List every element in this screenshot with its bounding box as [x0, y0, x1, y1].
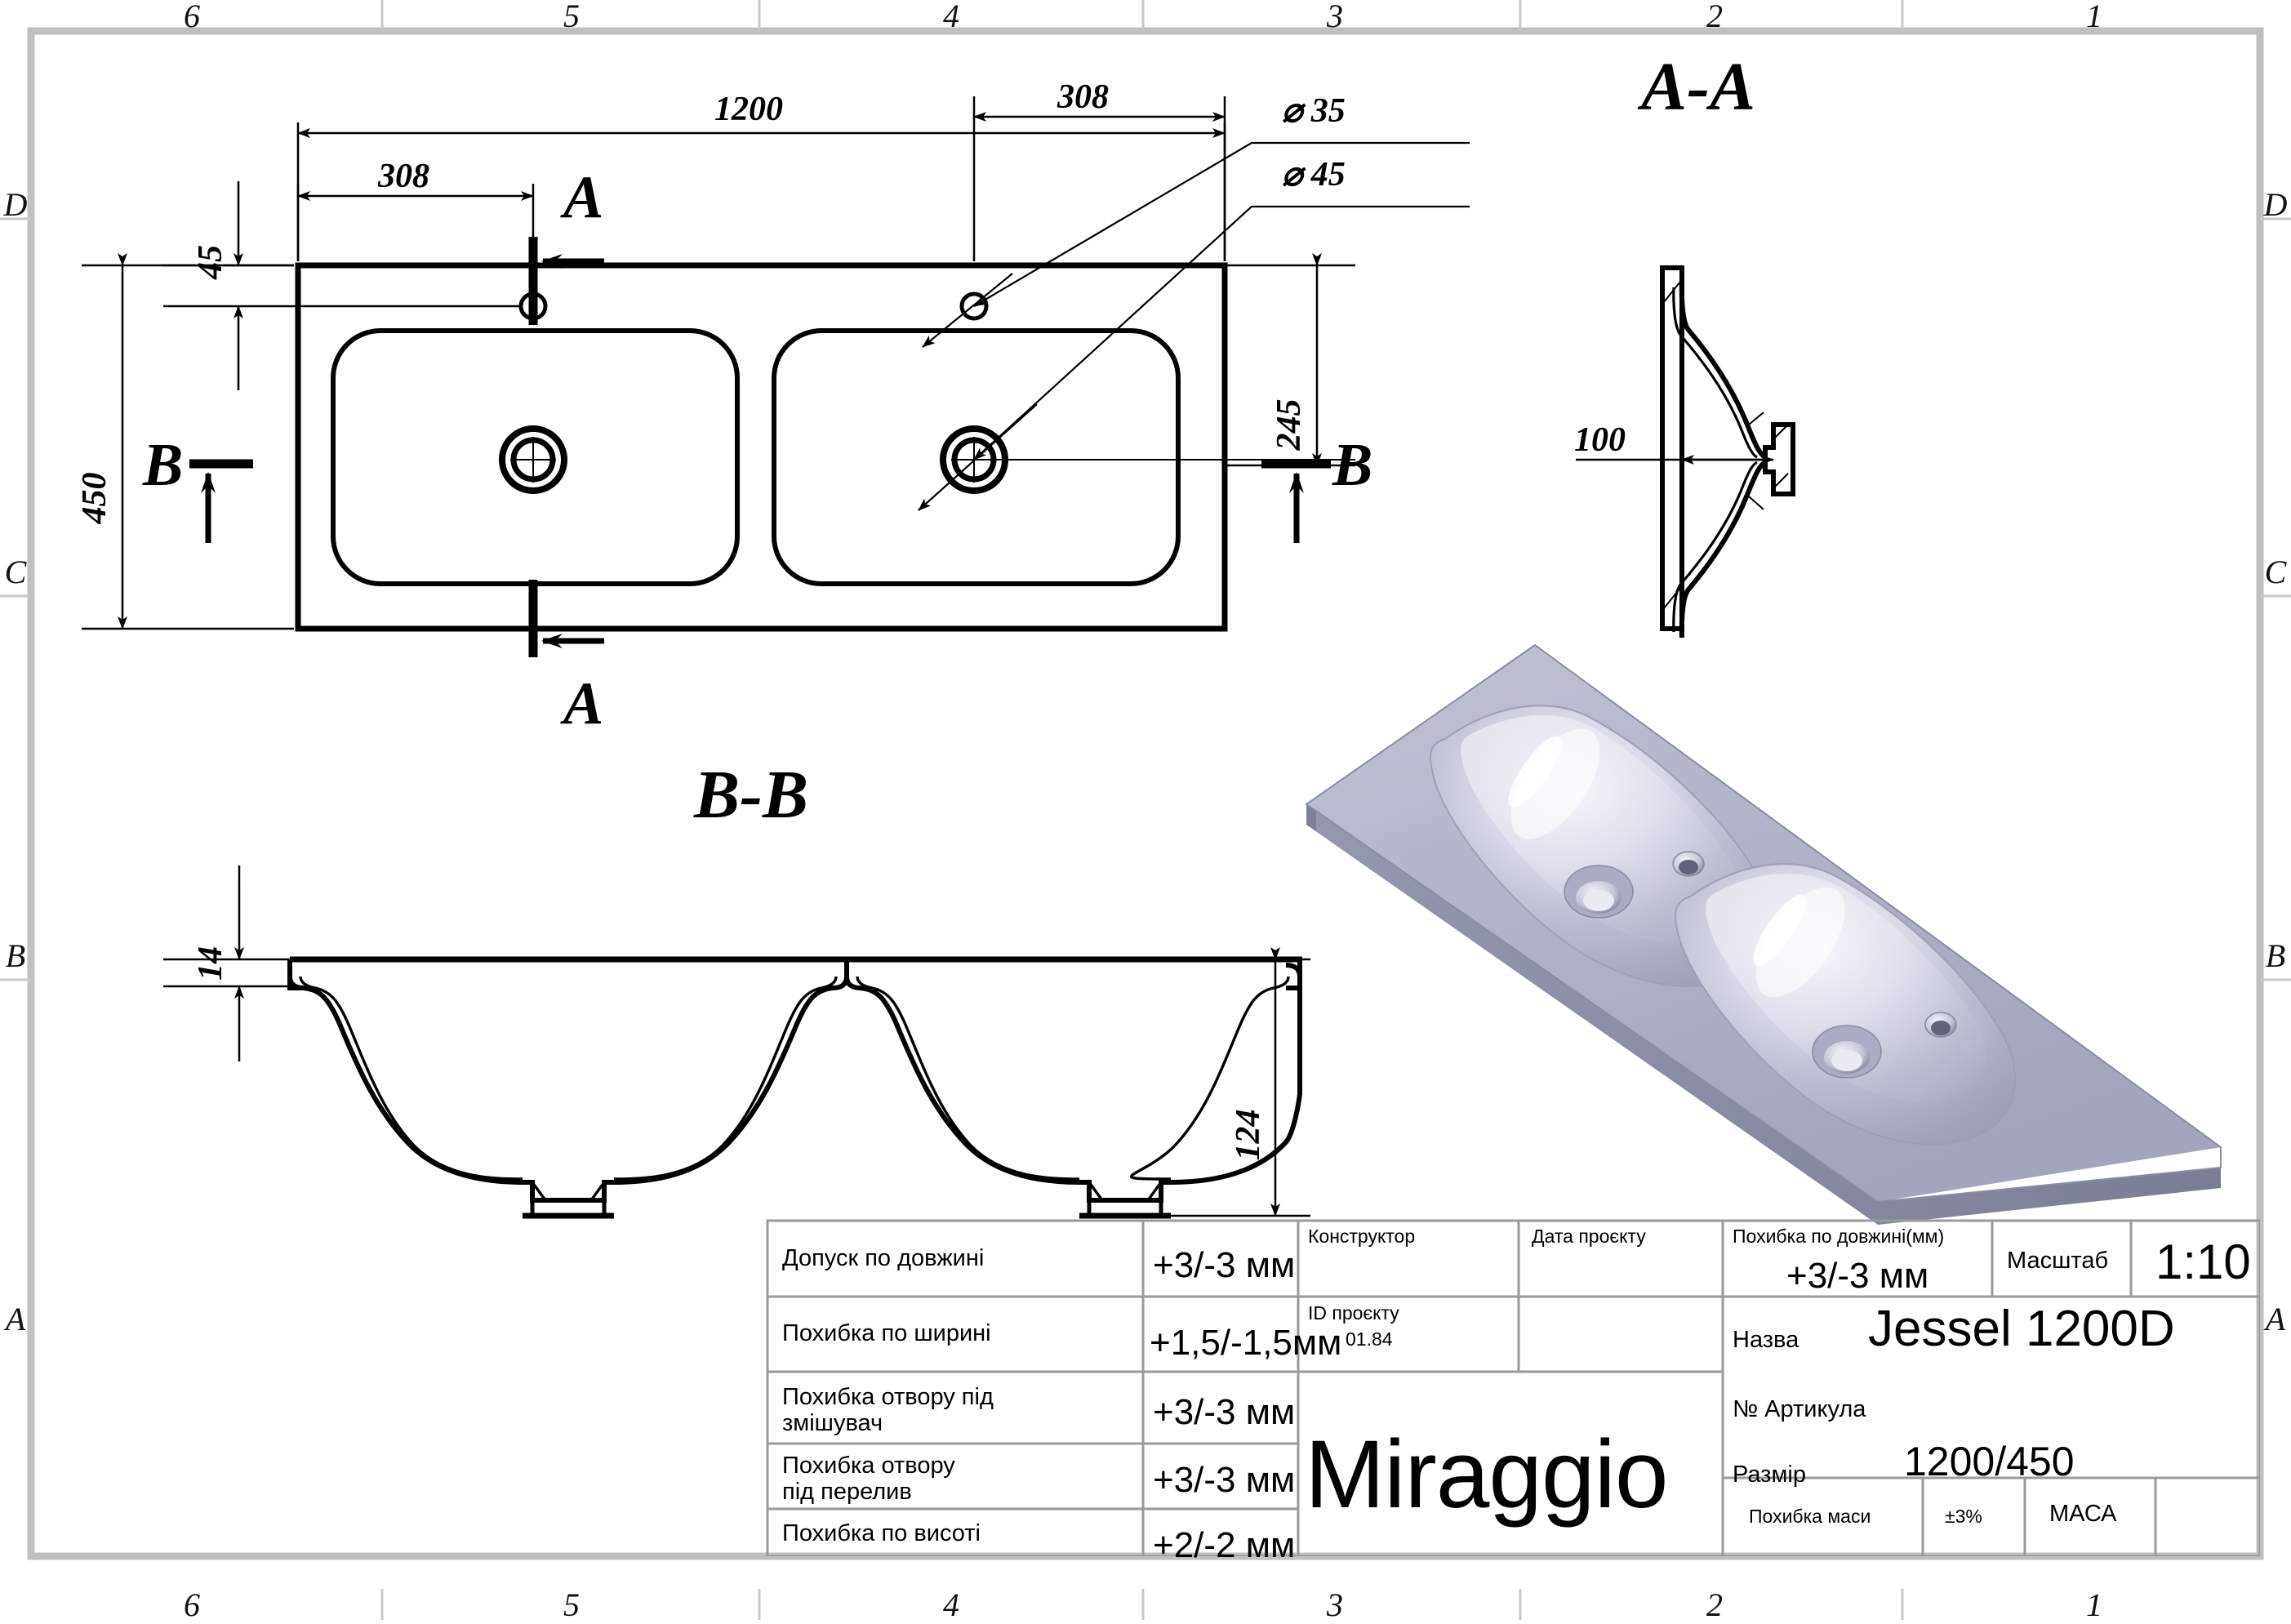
mass-tolerance-value: ±3% — [1945, 1506, 1982, 1527]
tolerance-label-0: Допуск по довжині — [782, 1245, 985, 1271]
zone-row-a-right: A — [2265, 1300, 2286, 1337]
dim-14 — [163, 865, 294, 1061]
title-block — [766, 1219, 2260, 1556]
zone-col-4-top: 4 — [943, 0, 959, 34]
section-label-a-bottom: A — [563, 670, 604, 737]
zone-col-6-bottom: 6 — [184, 1586, 200, 1623]
section-marker-a-bottom — [528, 580, 604, 657]
project-id-label: ID проєкту — [1308, 1302, 1399, 1324]
section-marker-a-top — [528, 237, 604, 325]
zone-col-5-top: 5 — [563, 0, 580, 34]
zone-col-3-top: 3 — [1327, 0, 1343, 34]
isometric-render — [1305, 643, 2222, 1225]
scale-value: 1:10 — [2155, 1235, 2251, 1289]
dim-label-450: 450 — [76, 472, 113, 524]
leader-dia-45-tail — [918, 403, 1038, 511]
project-id-value: 01.84 — [1346, 1328, 1393, 1350]
zone-col-2-top: 2 — [1706, 0, 1723, 34]
render-faucet-hole-right — [1924, 1012, 1957, 1038]
brand-logo: Miraggio — [1305, 1421, 1669, 1528]
render-drain-right — [1812, 1025, 1882, 1079]
mass-label: МАСА — [2049, 1501, 2117, 1527]
zone-row-c-right: C — [2264, 553, 2287, 590]
zone-col-2-bottom: 2 — [1706, 1586, 1723, 1623]
zone-col-1-bottom: 1 — [2086, 1586, 2102, 1623]
zone-row-a-left: A — [5, 1300, 26, 1337]
dim-label-dia-45: ⌀ 45 — [1282, 154, 1346, 194]
render-bowl-right — [1675, 863, 2017, 1146]
tolerance-value-3: +3/-3 мм — [1153, 1460, 1296, 1500]
zone-col-6-top: 6 — [184, 0, 200, 34]
length-tolerance-value: +3/-3 мм — [1786, 1256, 1929, 1296]
name-label: Назва — [1733, 1327, 1799, 1353]
leader-dia-35-tail — [922, 273, 1013, 348]
section-label-b-left: B — [143, 432, 184, 499]
tolerance-label-3: Похибка отвору під перелив — [782, 1453, 955, 1506]
section-aa-view — [1576, 265, 1795, 638]
dim-label-308-right: 308 — [1057, 78, 1109, 116]
section-bb-view — [163, 865, 1310, 1219]
project-date-label: Дата проєкту — [1532, 1226, 1646, 1247]
dim-124 — [1159, 947, 1310, 1217]
section-marker-b-right — [1261, 459, 1331, 543]
mass-tolerance-label: Похибка маси — [1749, 1506, 1871, 1527]
section-label-b-right: B — [1332, 432, 1373, 499]
dim-308-right — [972, 96, 1226, 261]
section-marker-b-left — [189, 459, 253, 543]
designer-label: Конструктор — [1308, 1226, 1416, 1247]
dia-symbol-45: ⌀ — [1282, 156, 1303, 194]
tolerance-value-1: +1,5/-1,5мм — [1150, 1323, 1342, 1363]
zone-row-c-left: C — [4, 553, 27, 590]
zone-col-1-top: 1 — [2086, 0, 2102, 34]
section-label-a-top: A — [563, 164, 604, 231]
zone-col-3-bottom: 3 — [1327, 1586, 1343, 1623]
dia-symbol-35: ⌀ — [1282, 92, 1303, 130]
zone-row-d-right: D — [2263, 185, 2288, 223]
dim-label-308-left: 308 — [378, 158, 429, 195]
plan-outline — [295, 262, 1228, 632]
dim-label-1200: 1200 — [714, 91, 783, 128]
tolerance-value-2: +3/-3 мм — [1153, 1392, 1296, 1432]
leader-dia-45 — [973, 205, 1470, 461]
dim-label-dia-35: ⌀ 35 — [1282, 90, 1346, 131]
length-tolerance-label: Похибка по довжині(мм) — [1733, 1226, 1945, 1247]
zone-row-d-left: D — [3, 185, 28, 223]
leader-dia-35 — [973, 141, 1470, 307]
size-label: Размір — [1733, 1462, 1806, 1488]
size-value: 1200/450 — [1904, 1439, 2075, 1484]
dim-label-100: 100 — [1574, 421, 1626, 459]
tolerance-label-2: Похибка отвору під змішувач — [782, 1384, 994, 1437]
plan-basin-right — [772, 328, 1181, 586]
article-label: № Артикула — [1733, 1396, 1866, 1422]
scale-label: Масштаб — [2007, 1248, 2109, 1274]
dim-label-45: 45 — [192, 245, 229, 279]
dia-value-45: 45 — [1310, 156, 1346, 194]
tolerance-value-0: +3/-3 мм — [1153, 1245, 1296, 1285]
render-drain-left — [1564, 865, 1634, 919]
plan-drain-left — [499, 425, 567, 494]
dim-label-124: 124 — [1230, 1109, 1267, 1161]
tolerance-label-1: Похибка по ширині — [782, 1320, 991, 1346]
section-title-bb: B-B — [694, 757, 809, 833]
tolerance-value-4: +2/-2 мм — [1153, 1525, 1296, 1565]
render-faucet-hole-left — [1672, 851, 1705, 877]
tolerance-label-4: Похибка по висоті — [782, 1520, 981, 1546]
zone-col-4-bottom: 4 — [943, 1586, 959, 1623]
zone-row-b-right: B — [2265, 937, 2286, 974]
product-name-value: Jessel 1200D — [1868, 1301, 2175, 1357]
dia-value-35: 35 — [1310, 92, 1346, 130]
dim-label-14: 14 — [192, 946, 229, 981]
zone-row-b-left: B — [5, 937, 26, 974]
plan-view — [82, 96, 1470, 657]
dim-450 — [82, 253, 294, 630]
section-title-aa: A-A — [1641, 49, 1756, 125]
dim-label-245: 245 — [1270, 398, 1308, 451]
zone-col-5-bottom: 5 — [563, 1586, 580, 1623]
